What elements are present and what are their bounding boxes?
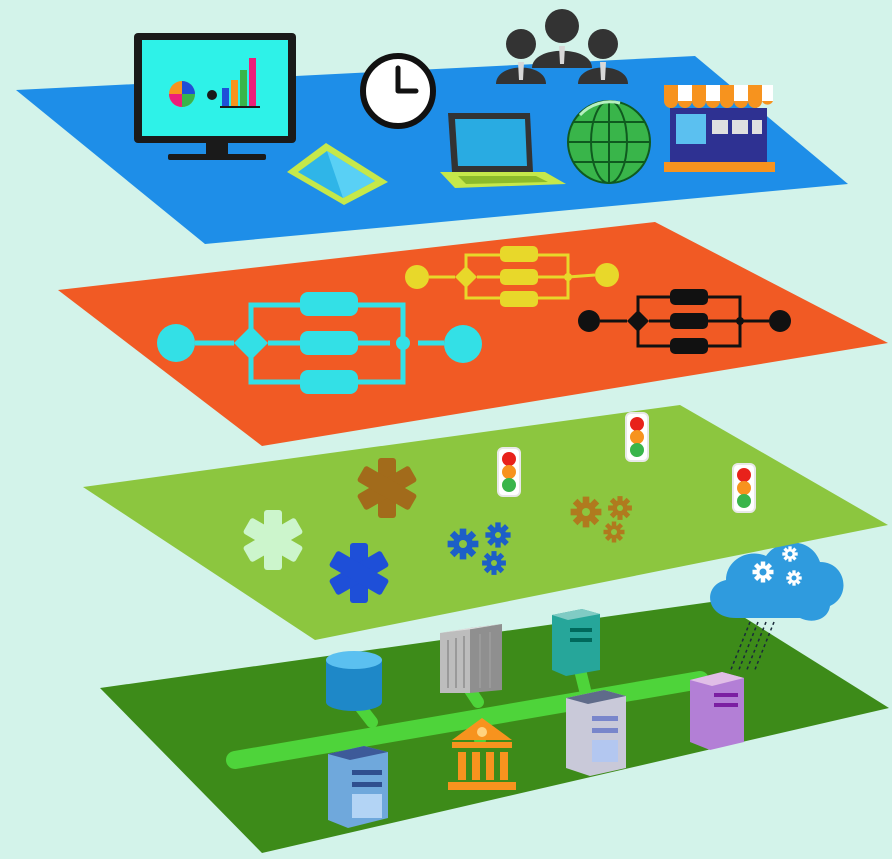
storefront-icon <box>664 85 775 172</box>
services-layer <box>83 405 888 640</box>
cloud-gears-icon <box>710 542 844 673</box>
server-blue-icon <box>328 746 388 828</box>
server-rack-icon <box>440 624 502 693</box>
network-bus <box>226 671 709 769</box>
infrastructure-plane <box>100 601 889 853</box>
workflow-cyan-icon <box>157 292 482 394</box>
traffic-light-icon <box>732 463 756 513</box>
infrastructure-layer <box>100 542 889 853</box>
presentation-layer <box>16 9 848 244</box>
gears-blue-icon <box>447 522 511 575</box>
laptop-icon <box>440 113 566 188</box>
monitor-chart-icon <box>134 33 296 160</box>
server-grey-icon <box>566 690 626 776</box>
database-icon <box>326 651 382 711</box>
globe-icon <box>567 100 651 184</box>
traffic-light-icon <box>625 412 649 462</box>
tablet-icon <box>287 143 388 205</box>
services-plane <box>83 405 888 640</box>
gears-brown-icon <box>570 496 632 543</box>
process-layer <box>58 222 888 446</box>
server-purple-icon <box>690 672 744 750</box>
workflow-yellow-icon <box>405 246 619 307</box>
users-icon <box>496 9 628 84</box>
workflow-black-icon <box>578 289 791 354</box>
server-teal-icon <box>552 609 600 676</box>
bank-icon <box>448 718 516 790</box>
clock-icon <box>360 53 436 129</box>
traffic-light-icon <box>497 447 521 497</box>
